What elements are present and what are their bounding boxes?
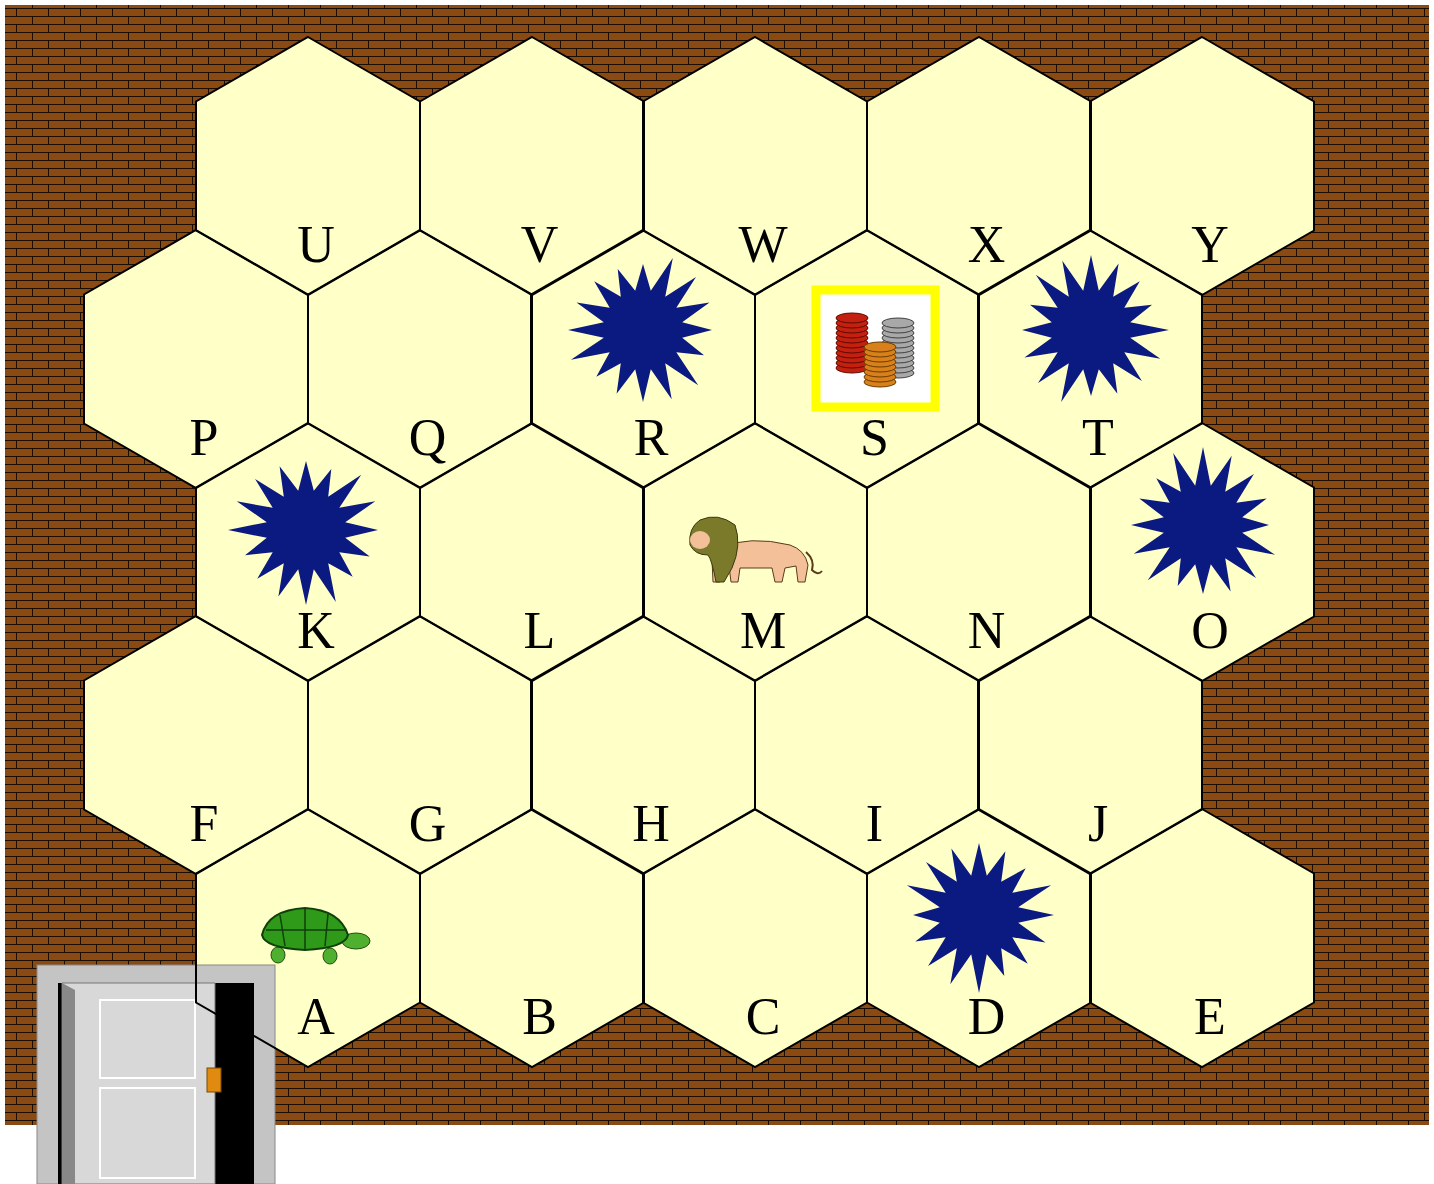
cell-letter: G <box>308 798 532 850</box>
hex-cell: C <box>643 809 867 1067</box>
hex-cell: O <box>1090 423 1314 681</box>
cell-letter: J <box>978 798 1202 850</box>
hex-cell: H <box>531 616 755 874</box>
turtle-icon <box>262 908 370 964</box>
hex-cell: R <box>531 230 755 488</box>
pit-star <box>1022 255 1169 402</box>
hex-cell: Q <box>308 230 532 488</box>
cell-letter: L <box>420 605 644 657</box>
hex-cell: S <box>755 230 979 488</box>
hex-cell: X <box>867 37 1091 295</box>
hex-cell: V <box>420 37 644 295</box>
hex-cell: F <box>84 616 308 874</box>
cell-letter: W <box>643 219 867 271</box>
cell-letter: Y <box>1090 219 1314 271</box>
lion-icon <box>690 517 822 582</box>
hex-cell: K <box>196 423 420 681</box>
hex-cell: L <box>420 423 644 681</box>
hex-fills <box>84 37 1314 1067</box>
exit-door <box>37 965 275 1184</box>
hex-cell: U <box>196 37 420 295</box>
gold-coins <box>816 290 935 407</box>
cell-letter: V <box>420 219 644 271</box>
cell-letter: D <box>867 991 1091 1043</box>
hex-cell: T <box>978 230 1202 488</box>
cell-letter: K <box>196 605 420 657</box>
brick-wall <box>5 5 1429 1125</box>
hex-cell: G <box>308 616 532 874</box>
cell-letter: T <box>978 412 1202 464</box>
cell-letter: A <box>196 991 420 1043</box>
hex-fill <box>420 809 644 1067</box>
hex-cell: J <box>978 616 1202 874</box>
cell-letter: Q <box>308 412 532 464</box>
hex-cell: D <box>867 809 1091 1067</box>
cell-letter: E <box>1090 991 1314 1043</box>
hex-fill <box>867 809 1091 1067</box>
pit-star <box>228 461 378 605</box>
hex-cell: N <box>867 423 1091 681</box>
cell-letter: C <box>643 991 867 1043</box>
hex-cell: M <box>643 423 867 681</box>
cell-letter: M <box>643 605 867 657</box>
cell-letter: O <box>1090 605 1314 657</box>
cell-letter: I <box>755 798 979 850</box>
cell-letter: H <box>531 798 755 850</box>
pit-star <box>1131 447 1275 594</box>
hex-fill <box>1090 809 1314 1067</box>
hex-cell: A <box>196 809 420 1067</box>
cell-letter: X <box>867 219 1091 271</box>
cell-letter: N <box>867 605 1091 657</box>
cell-letter: R <box>531 412 755 464</box>
pit-star <box>568 258 712 402</box>
hex-cell: Y <box>1090 37 1314 295</box>
cell-letter: F <box>84 798 308 850</box>
hex-cell: P <box>84 230 308 488</box>
cell-letter: P <box>84 412 308 464</box>
cell-letter: B <box>420 991 644 1043</box>
hex-cell: I <box>755 616 979 874</box>
hex-cell: E <box>1090 809 1314 1067</box>
hex-fill <box>643 809 867 1067</box>
pit-star <box>907 843 1054 993</box>
cell-letter: S <box>755 412 979 464</box>
hex-cell: B <box>420 809 644 1067</box>
cell-letter: U <box>196 219 420 271</box>
hex-cell: W <box>643 37 867 295</box>
